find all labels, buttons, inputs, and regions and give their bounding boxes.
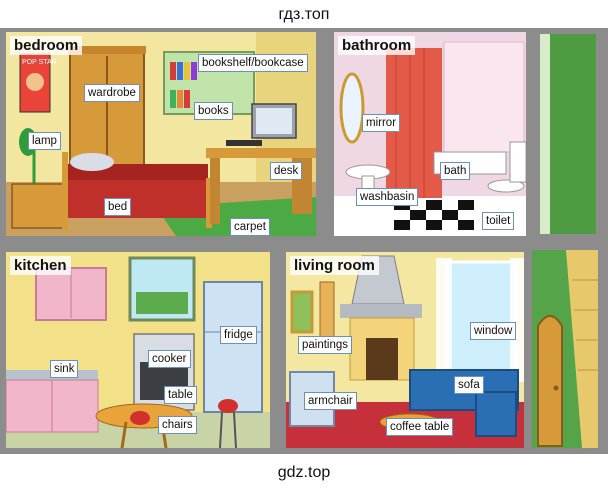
label-table: table (164, 386, 197, 404)
label-paintings: paintings (298, 336, 353, 354)
label-bath: bath (440, 162, 471, 180)
poster-text: POP STAR (22, 59, 57, 66)
label-chairs: chairs (158, 416, 197, 434)
label-carpet: carpet (230, 218, 270, 236)
kitchen-scene: kitchen fridge cooker sink table chairs (6, 252, 270, 448)
bathroom-artwork (334, 32, 526, 236)
label-mirror: mirror (362, 114, 401, 132)
hallway-door-top (540, 34, 596, 234)
living-room-artwork (286, 252, 524, 448)
label-sink: sink (50, 360, 79, 378)
site-watermark-bottom: gdz.top (277, 464, 331, 481)
label-bed: bed (104, 198, 132, 216)
label-armchair: armchair (304, 392, 357, 410)
label-sofa: sofa (454, 376, 484, 394)
living-room-scene: living room window paintings sofa armcha… (286, 252, 524, 448)
site-watermark-top: гдз.топ (278, 6, 330, 23)
label-desk: desk (270, 162, 303, 180)
hallway-stairs (532, 250, 598, 448)
house-illustration-board: POP STAR (0, 28, 608, 454)
bathroom-scene: bathroom mirror bath washbasin toilet (334, 32, 526, 236)
kitchen-artwork (6, 252, 270, 448)
label-fridge: fridge (220, 326, 257, 344)
room-title-living-room: living room (290, 256, 379, 275)
room-title-kitchen: kitchen (10, 256, 71, 275)
label-washbasin: washbasin (356, 188, 419, 206)
label-toilet: toilet (482, 212, 515, 230)
bedroom-scene: POP STAR (6, 32, 316, 236)
label-window: window (470, 322, 517, 340)
label-coffee-table: coffee table (386, 418, 454, 436)
room-title-bathroom: bathroom (338, 36, 416, 55)
label-lamp: lamp (28, 132, 61, 150)
label-books: books (194, 102, 233, 120)
label-bookshelf: bookshelf/bookcase (198, 54, 308, 72)
label-cooker: cooker (148, 350, 191, 368)
room-title-bedroom: bedroom (10, 36, 83, 55)
label-wardrobe: wardrobe (84, 84, 140, 102)
